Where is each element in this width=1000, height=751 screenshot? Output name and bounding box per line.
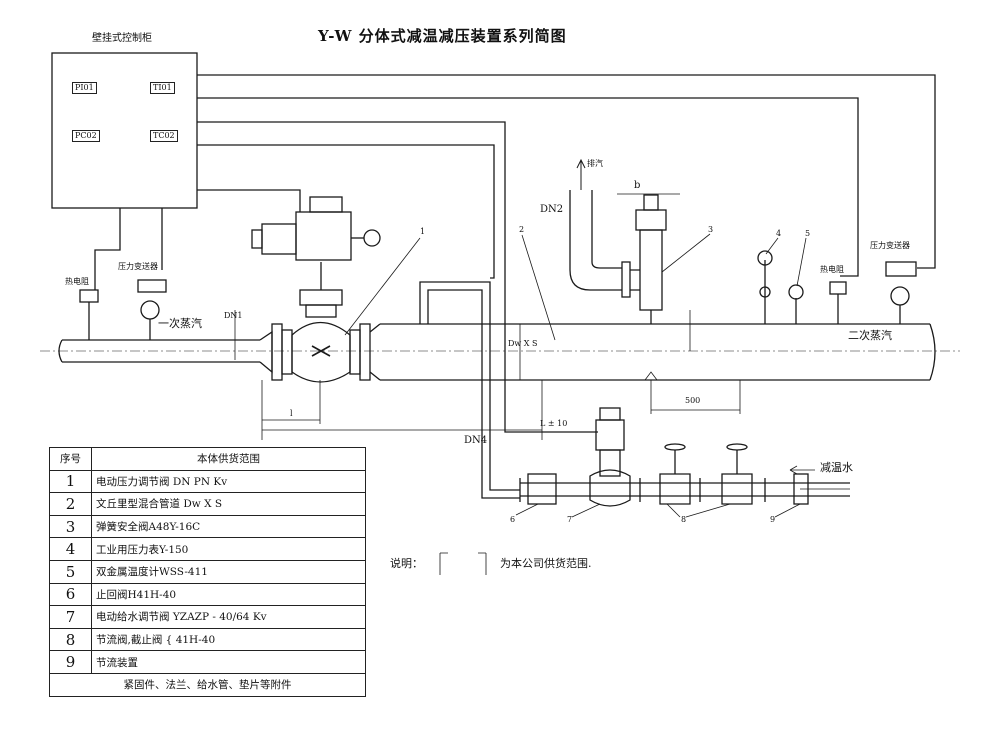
table-footer: 紧固件、法兰、给水管、垫片等附件: [49, 672, 366, 697]
row-desc: 节流装置: [91, 650, 366, 674]
instrument-pi01: PI01: [72, 82, 97, 94]
thermocouple-left-label: 热电阻: [65, 277, 89, 286]
control-cabinet: [51, 52, 198, 209]
pressure-transmitter-left-label: 压力变送器: [118, 262, 158, 271]
row-desc: 弹簧安全阀A48Y-16C: [91, 514, 366, 539]
row-desc: 工业用压力表Y-150: [91, 537, 366, 561]
row-num: 2: [49, 492, 92, 516]
instrument-pc02: PC02: [72, 130, 100, 142]
callout-8: 8: [681, 515, 687, 524]
dim-l: l: [290, 409, 293, 418]
dim-l10: L ± 10: [540, 419, 568, 428]
signal-line-right-thermo: [197, 97, 859, 277]
callout-2: 2: [519, 225, 525, 234]
row-num: 4: [49, 537, 92, 561]
control-cabinet-label: 壁挂式控制柜: [92, 33, 152, 44]
row-num: 6: [49, 582, 92, 607]
instrument-ti01: TI01: [150, 82, 175, 94]
exhaust-label: 排汽: [587, 159, 603, 168]
b-label: b: [634, 180, 641, 191]
row-num: 5: [49, 559, 92, 584]
callout-3: 3: [708, 225, 714, 234]
pressure-transmitter-right-label: 压力变送器: [870, 241, 910, 250]
note-text: 为本公司供货范围.: [500, 557, 592, 570]
row-num: 9: [49, 650, 92, 674]
signal-line-actuator: [197, 189, 301, 212]
callout-4: 4: [776, 229, 782, 238]
table-footer-row: 紧固件、法兰、给水管、垫片等附件: [49, 672, 366, 697]
signal-line-left-thermo: [94, 208, 121, 290]
primary-steam-label: 一次蒸汽: [158, 317, 202, 330]
row-desc: 节流阀,截止阀 { 41H-40: [91, 627, 366, 652]
instrument-tc02: TC02: [150, 130, 178, 142]
row-desc: 电动给水调节阀 YZAZP - 40/64 Kv: [91, 605, 366, 629]
row-desc: 止回阀H41H-40: [91, 582, 366, 607]
table-header-row: 序号 本体供货范围: [49, 447, 366, 471]
secondary-steam-label: 二次蒸汽: [848, 329, 892, 342]
row-desc: 电动压力调节阀 DN PN Kv: [91, 469, 366, 494]
row-num: 3: [49, 514, 92, 539]
row-desc: 双金属温度计WSS-411: [91, 559, 366, 584]
row-num: 8: [49, 627, 92, 652]
signal-line-water-valve: [197, 121, 598, 433]
callout-1: 1: [420, 227, 426, 236]
dim-500: 500: [685, 396, 701, 405]
table-header-num: 序号: [49, 447, 92, 471]
callout-5: 5: [805, 229, 811, 238]
dw-xs-label: Dw X S: [508, 339, 538, 348]
callout-7: 7: [567, 515, 573, 524]
row-num: 1: [49, 469, 92, 494]
table-header-desc: 本体供货范围: [91, 447, 366, 471]
dn4-label: DN4: [464, 435, 488, 446]
callout-9: 9: [770, 515, 776, 524]
note-prefix: 说明：: [390, 557, 423, 570]
diagram-title: Y-W 分体式减温减压装置系列简图: [318, 27, 567, 45]
row-desc: 文丘里型混合管道 Dw X S: [91, 492, 366, 516]
signal-line-right-transmitter: [197, 74, 936, 269]
callout-6: 6: [510, 515, 516, 524]
thermocouple-right-label: 热电阻: [820, 265, 844, 274]
desuperheating-water-label: 减温水: [820, 461, 853, 474]
dn2-label: DN2: [540, 204, 564, 215]
dn1-label: DN1: [224, 311, 243, 320]
row-num: 7: [49, 605, 92, 629]
